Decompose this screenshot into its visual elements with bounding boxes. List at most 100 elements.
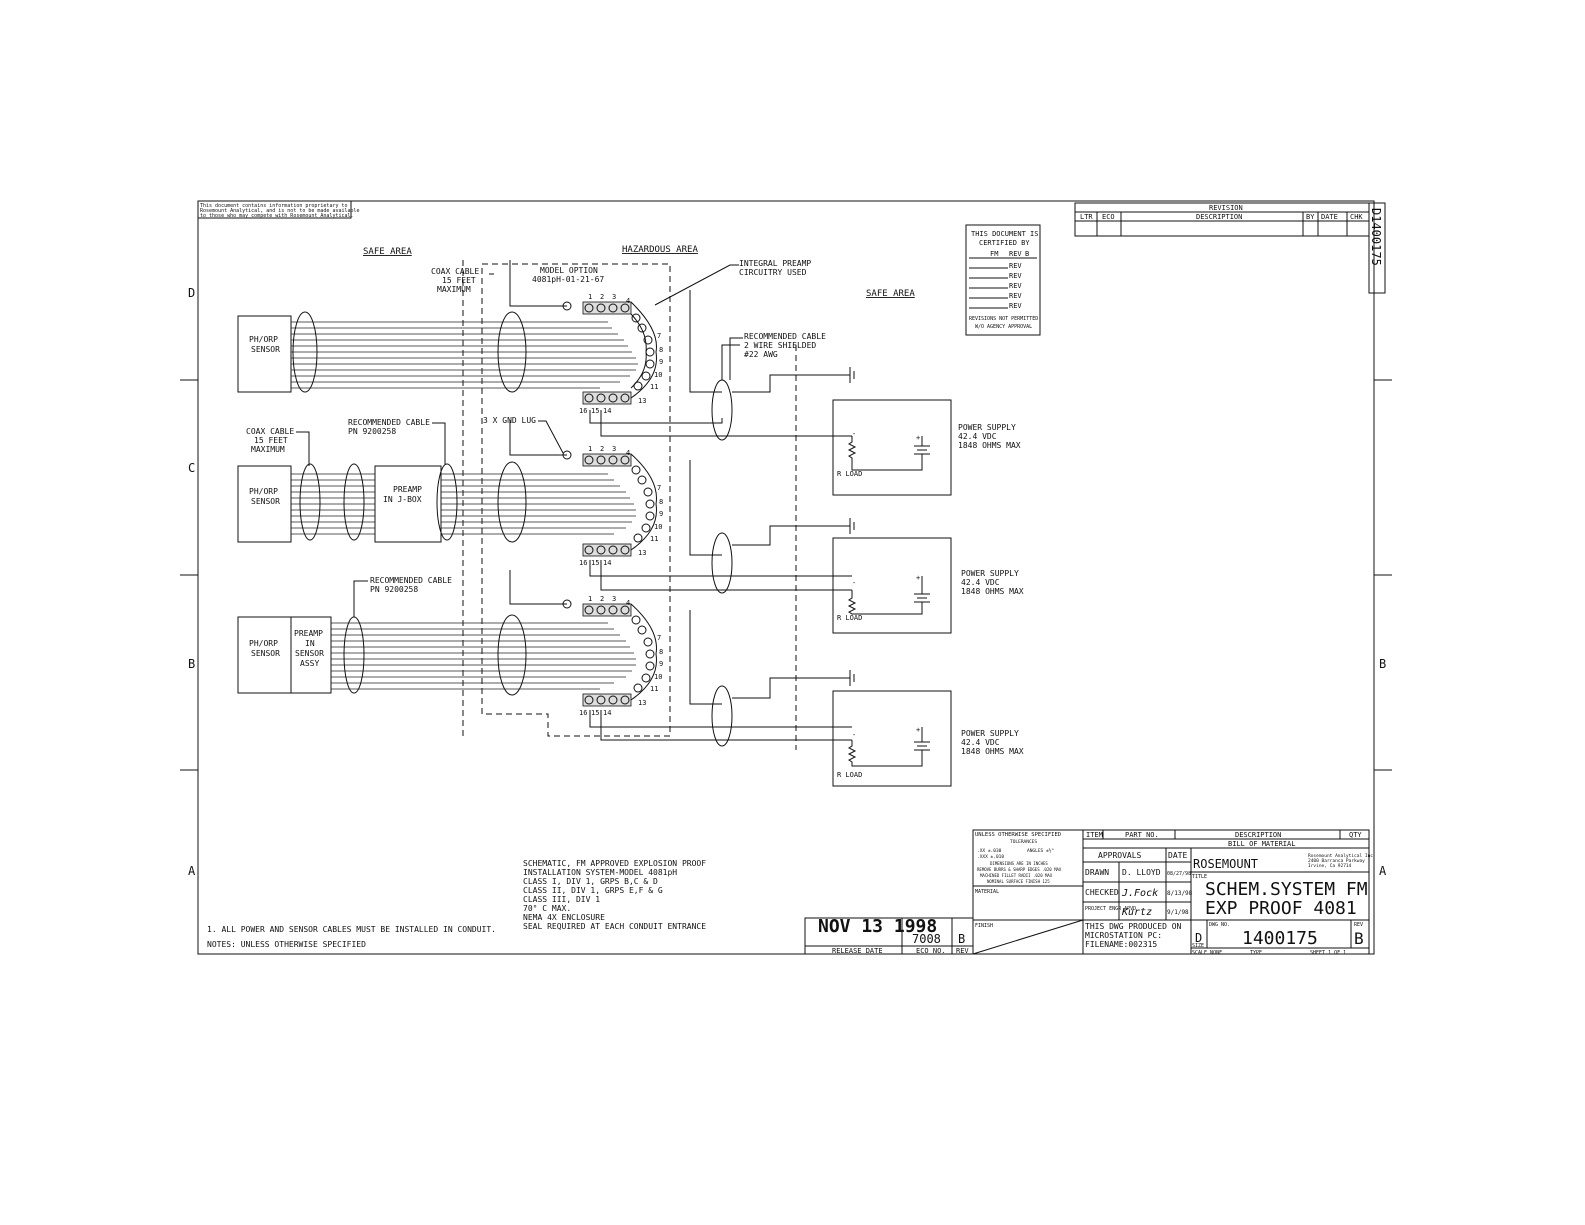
svg-text:PART NO.: PART NO. (1125, 831, 1159, 839)
svg-text:7: 7 (657, 634, 661, 642)
svg-text:FILENAME:002315: FILENAME:002315 (1085, 940, 1157, 949)
svg-text:LTR: LTR (1080, 213, 1093, 221)
svg-text:REV: REV (1009, 262, 1022, 270)
svg-text:RELEASE DATE: RELEASE DATE (832, 947, 883, 955)
svg-text:3: 3 (612, 445, 616, 453)
svg-text:+: + (916, 574, 920, 582)
svg-text:POWER SUPPLY: POWER SUPPLY (961, 569, 1019, 578)
svg-text:-: - (852, 430, 856, 438)
svg-text:+: + (916, 726, 920, 734)
svg-text:4: 4 (626, 297, 630, 305)
svg-text:SEAL REQUIRED AT EACH CONDUIT: SEAL REQUIRED AT EACH CONDUIT ENTRANCE (523, 922, 706, 931)
safe-area-right-label: SAFE AREA (866, 289, 915, 299)
svg-text:REV: REV (1009, 272, 1022, 280)
svg-text:SENSOR: SENSOR (251, 345, 280, 354)
svg-text:DRAWN: DRAWN (1085, 868, 1109, 877)
proprietary-line-1: This document contains information propr… (200, 203, 348, 209)
preamp-jbox: PREAMP IN J-BOX (374, 465, 442, 543)
svg-text:2: 2 (600, 293, 604, 301)
svg-text:16: 16 (579, 559, 587, 567)
svg-text:7: 7 (657, 484, 661, 492)
svg-text:ITEM: ITEM (1086, 831, 1103, 839)
svg-text:70° C MAX.: 70° C MAX. (523, 904, 571, 913)
cable-bundle-top (291, 321, 638, 389)
svg-text:MAXIMUM: MAXIMUM (251, 445, 285, 454)
svg-text:14: 14 (603, 559, 611, 567)
svg-text:DIMENSIONS ARE IN INCHES: DIMENSIONS ARE IN INCHES (990, 861, 1048, 866)
svg-text:4: 4 (626, 599, 630, 607)
svg-text:3 X GND LUG: 3 X GND LUG (483, 416, 536, 425)
cable-bundle-bottom (331, 622, 636, 690)
svg-text:TITLE: TITLE (1192, 874, 1207, 880)
svg-text:9/1/98: 9/1/98 (1167, 909, 1189, 916)
svg-text:2: 2 (600, 445, 604, 453)
svg-text:MODEL OPTION: MODEL OPTION (540, 266, 598, 275)
svg-text:10: 10 (654, 673, 662, 681)
svg-text:+: + (916, 434, 920, 442)
zone-letter-d: D (188, 286, 195, 300)
svg-text:15 FEET: 15 FEET (254, 436, 288, 445)
svg-text:REV: REV (1009, 282, 1022, 290)
svg-text:11: 11 (650, 535, 658, 543)
svg-text:EXP PROOF 4081: EXP PROOF 4081 (1205, 898, 1357, 919)
schematic-note: SCHEMATIC, FM APPROVED EXPLOSION PROOF I… (523, 859, 706, 931)
svg-text:15 FEET: 15 FEET (442, 276, 476, 285)
svg-text:CHECKED: CHECKED (1085, 888, 1119, 897)
svg-text:REVISION: REVISION (1209, 204, 1243, 212)
note-conduit: 1. ALL POWER AND SENSOR CABLES MUST BE I… (207, 925, 496, 934)
svg-text:SCALE NONE: SCALE NONE (1192, 950, 1222, 956)
svg-text:10: 10 (654, 523, 662, 531)
svg-text:15: 15 (591, 559, 599, 567)
zone-letter-b: B (188, 657, 195, 671)
svg-text:Kurtz: Kurtz (1121, 907, 1152, 918)
svg-text:DESCRIPTION: DESCRIPTION (1235, 831, 1281, 839)
svg-text:Irvine, Ca 92714: Irvine, Ca 92714 (1308, 863, 1352, 869)
ground-symbols (849, 367, 855, 686)
svg-text:QTY: QTY (1349, 831, 1362, 839)
zone-letter-b-right: B (1379, 657, 1386, 671)
title-block: ROSEMOUNT Rosemount Analytical Inc 2400 … (1190, 847, 1373, 956)
zone-letter-a: A (188, 864, 196, 878)
svg-text:BY: BY (1306, 213, 1315, 221)
power-supply-box-3: -+ R LOAD (832, 690, 952, 787)
output-wiring (589, 290, 852, 741)
zone-letter-c: C (188, 461, 195, 475)
svg-text:ROSEMOUNT: ROSEMOUNT (1193, 857, 1258, 871)
svg-text:1: 1 (588, 595, 592, 603)
svg-text:W/O AGENCY APPROVAL: W/O AGENCY APPROVAL (975, 324, 1032, 330)
svg-text:UNLESS OTHERWISE SPECIFIED: UNLESS OTHERWISE SPECIFIED (975, 832, 1061, 838)
svg-text:COAX CABLE: COAX CABLE (431, 267, 479, 276)
svg-text:DESCRIPTION: DESCRIPTION (1196, 213, 1242, 221)
svg-text:PN 9200258: PN 9200258 (348, 427, 396, 436)
svg-text:7008: 7008 (912, 932, 941, 946)
approvals-block: APPROVALS DATE DRAWN D. LLOYD 08/27/98 C… (1082, 847, 1193, 955)
svg-text:3: 3 (612, 595, 616, 603)
svg-text:NOV 13 1998: NOV 13 1998 (818, 916, 937, 937)
svg-text:REV: REV (1009, 292, 1022, 300)
side-dwg-number: D1400175 (1369, 208, 1383, 266)
svg-text:INSTALLATION SYSTEM-MODEL 4081: INSTALLATION SYSTEM-MODEL 4081pH (523, 868, 677, 877)
svg-text:NEMA 4X ENCLOSURE: NEMA 4X ENCLOSURE (523, 913, 605, 922)
svg-text:11: 11 (650, 383, 658, 391)
svg-text:CERTIFIED BY: CERTIFIED BY (979, 239, 1030, 247)
svg-text:2 WIRE SHIELDED: 2 WIRE SHIELDED (744, 341, 816, 350)
svg-text:8: 8 (659, 648, 663, 656)
svg-text:4081pH-01-21-67: 4081pH-01-21-67 (532, 275, 604, 284)
svg-text:SCHEM.SYSTEM FM: SCHEM.SYSTEM FM (1205, 879, 1368, 900)
svg-text:08/27/98: 08/27/98 (1167, 871, 1191, 877)
svg-text:8/13/98: 8/13/98 (1167, 890, 1193, 897)
svg-text:APPROVALS: APPROVALS (1098, 851, 1142, 860)
svg-text:42.4 VDC: 42.4 VDC (961, 738, 1000, 747)
svg-text:FINISH: FINISH (975, 923, 993, 929)
bom-header: ITEM PART NO. DESCRIPTION QTY BILL OF MA… (1082, 829, 1370, 849)
svg-text:REV: REV (956, 947, 969, 955)
svg-text:PN 9200258: PN 9200258 (370, 585, 418, 594)
release-block: NOV 13 1998 7008 B RELEASE DATE ECO NO. … (804, 916, 974, 955)
svg-text:THIS DOCUMENT IS: THIS DOCUMENT IS (971, 230, 1038, 238)
preamp-sensor-assy: PREAMP IN SENSOR ASSY (290, 616, 332, 694)
zone-ticks (180, 379, 1392, 771)
svg-text:10: 10 (654, 371, 662, 379)
certification-box: THIS DOCUMENT IS CERTIFIED BY FM REV B R… (965, 224, 1041, 336)
svg-text:BILL OF MATERIAL: BILL OF MATERIAL (1228, 840, 1295, 848)
